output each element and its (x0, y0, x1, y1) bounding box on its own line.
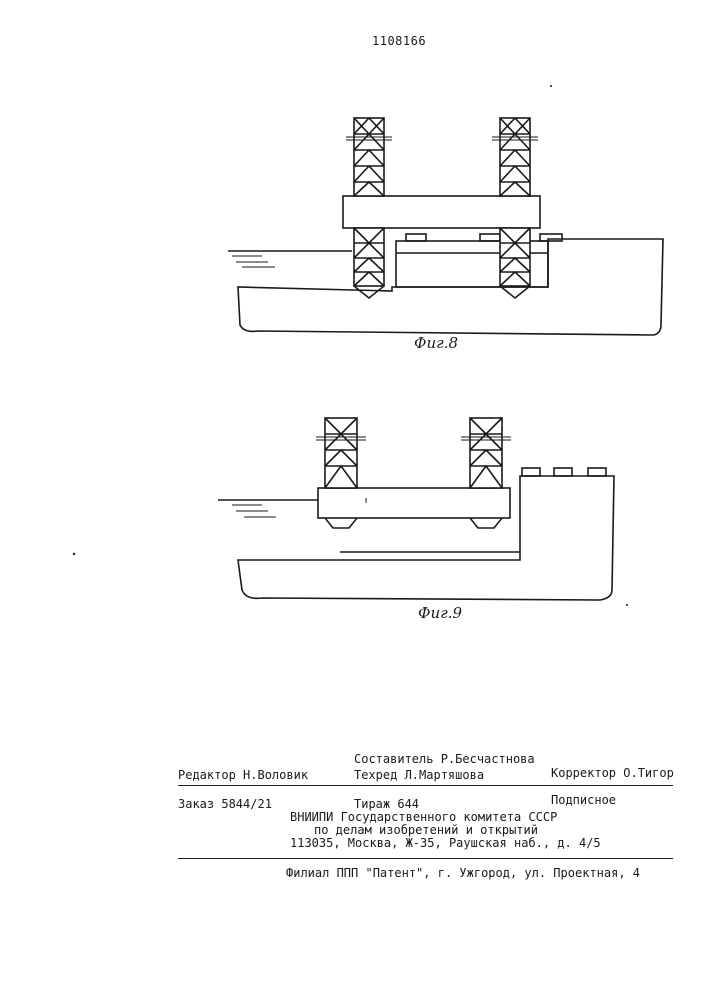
order-line: Заказ 5844/21 (178, 797, 272, 811)
circulation-line: Тираж 644 (354, 797, 419, 811)
compiler-line: Составитель Р.Бесчастнова (354, 752, 535, 766)
proofreader-line: Корректор О.Тигор (551, 766, 674, 780)
techred-line: Техред Л.Мартяшова (354, 768, 484, 782)
org-line-1: ВНИИПИ Государственного комитета СССР (290, 810, 557, 824)
editor-line: Редактор Н.Воловик (178, 768, 308, 782)
branch-line: Филиал ППП "Патент", г. Ужгород, ул. Про… (286, 866, 640, 880)
imprint-rule-top (178, 785, 673, 786)
imprint-rule-bottom (178, 858, 673, 859)
subscription-line: Подписное (551, 793, 616, 807)
fig9-deck (318, 488, 510, 518)
org-address: 113035, Москва, Ж-35, Раушская наб., д. … (290, 836, 601, 850)
figure-9-caption: Фиг.9 (418, 606, 462, 620)
org-line-2: по делам изобретений и открытий (314, 823, 538, 837)
fig9-quay-block (522, 468, 540, 476)
